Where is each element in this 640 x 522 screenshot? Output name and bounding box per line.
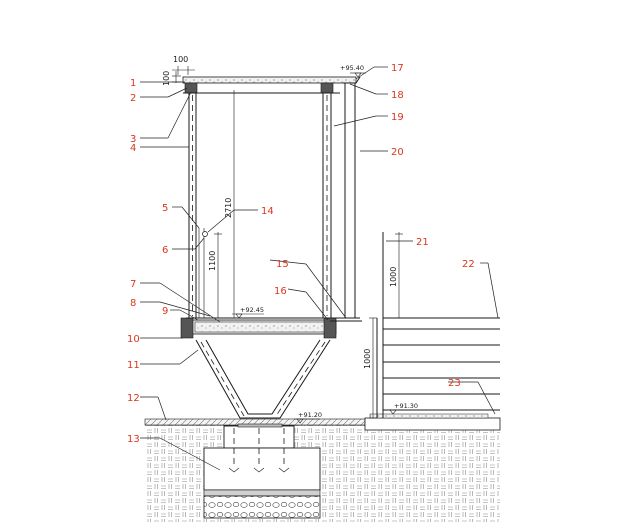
callout-22: 22 <box>462 259 475 270</box>
callout-12: 12 <box>127 393 140 404</box>
callout-7: 7 <box>130 279 136 290</box>
level-texts: +95.40 +92.45 +91.20 +91.30 <box>240 64 418 419</box>
callout-8: 8 <box>130 298 136 309</box>
callout-5: 5 <box>162 203 168 214</box>
callout-14: 14 <box>261 206 274 217</box>
level-foundation-top: +91.20 <box>298 411 322 419</box>
leader-lines <box>140 66 499 471</box>
callouts: 1 2 3 4 5 6 7 8 9 10 11 12 13 14 15 16 1… <box>127 63 475 445</box>
dimension-texts: 100 100 2710 1100 1000 1000 <box>162 55 398 369</box>
callout-19: 19 <box>391 112 404 123</box>
callout-4: 4 <box>130 143 136 154</box>
dim-top-width: 100 <box>173 55 188 64</box>
callout-23: 23 <box>448 378 461 389</box>
dim-top-height: 100 <box>162 71 171 86</box>
callout-1: 1 <box>130 78 136 89</box>
callout-20: 20 <box>391 147 404 158</box>
callout-11: 11 <box>127 360 140 371</box>
callout-2: 2 <box>130 93 136 104</box>
callout-13: 13 <box>127 434 140 445</box>
callout-21: 21 <box>416 237 429 248</box>
dim-rail-height: 1100 <box>208 251 217 271</box>
callout-3: 3 <box>130 134 136 145</box>
callout-18: 18 <box>391 90 404 101</box>
level-roof: +95.40 <box>340 64 364 72</box>
right-post <box>322 93 332 318</box>
dimension-lines <box>172 66 403 419</box>
callout-6: 6 <box>162 245 168 256</box>
v-legs <box>195 339 331 419</box>
left-post <box>188 93 197 318</box>
callout-9: 9 <box>162 306 168 317</box>
dim-interior-height: 2710 <box>224 198 233 218</box>
dim-lower-height: 1000 <box>363 349 372 369</box>
level-floor: +92.45 <box>240 306 264 314</box>
ground-mass <box>145 424 500 522</box>
level-markers <box>232 72 412 424</box>
stairs <box>376 232 500 418</box>
dim-guard-height: 1000 <box>389 267 398 287</box>
floor-deck <box>180 317 362 339</box>
foundation <box>203 423 321 519</box>
level-ground: +91.30 <box>394 402 418 410</box>
ground-slab-right <box>364 413 501 431</box>
callout-16: 16 <box>274 286 287 297</box>
roof <box>182 76 361 94</box>
callout-15: 15 <box>276 259 289 270</box>
callout-17: 17 <box>391 63 404 74</box>
handrail <box>198 228 208 318</box>
callout-10: 10 <box>127 334 140 345</box>
facade-panel <box>344 83 356 318</box>
